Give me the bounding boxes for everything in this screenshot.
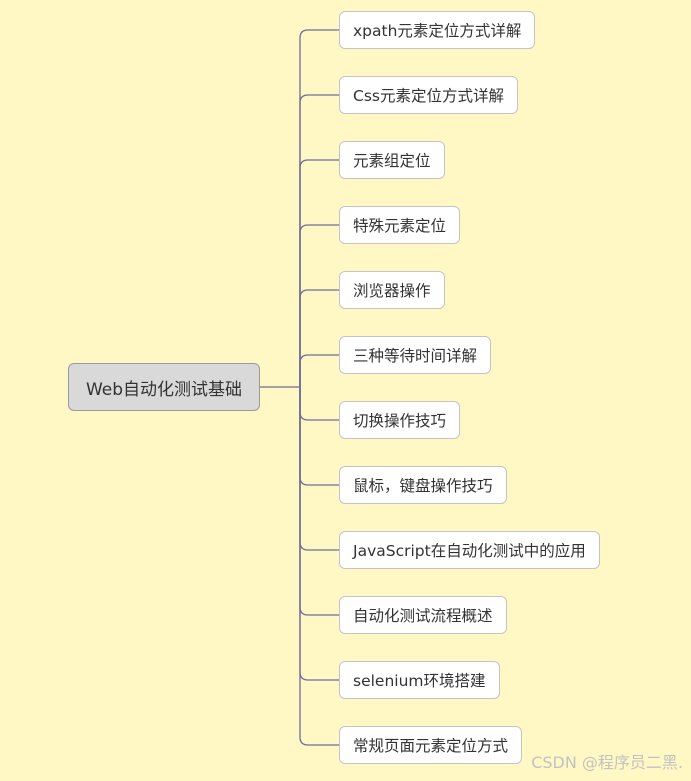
- branch-connector: [299, 387, 339, 421]
- child-node-browser-ops[interactable]: 浏览器操作: [339, 271, 445, 309]
- child-node-mouse-keyboard[interactable]: 鼠标，键盘操作技巧: [339, 466, 507, 504]
- child-node-label: 切换操作技巧: [353, 412, 447, 430]
- child-node-waits[interactable]: 三种等待时间详解: [339, 336, 492, 374]
- child-node-xpath-locator[interactable]: xpath元素定位方式详解: [339, 11, 536, 49]
- child-node-css-locator[interactable]: Css元素定位方式详解: [339, 76, 518, 114]
- child-node-common-locators[interactable]: 常规页面元素定位方式: [339, 726, 523, 764]
- child-node-label: xpath元素定位方式详解: [353, 22, 522, 40]
- branch-connector: [299, 387, 339, 746]
- watermark: CSDN @程序员二黑.: [531, 753, 683, 772]
- child-node-selenium-env[interactable]: selenium环境搭建: [339, 661, 500, 699]
- branch-connector: [299, 94, 339, 387]
- child-node-label: Css元素定位方式详解: [353, 87, 504, 105]
- child-node-switching[interactable]: 切换操作技巧: [339, 401, 461, 439]
- branch-connector: [299, 387, 339, 616]
- root-node[interactable]: Web自动化测试基础: [68, 363, 260, 411]
- child-node-label: JavaScript在自动化测试中的应用: [353, 542, 586, 560]
- branch-connector: [299, 289, 339, 387]
- root-node-label: Web自动化测试基础: [85, 379, 243, 400]
- branch-connector: [299, 387, 339, 486]
- branch-connector: [299, 387, 339, 681]
- child-node-javascript[interactable]: JavaScript在自动化测试中的应用: [339, 531, 600, 569]
- child-node-label: 三种等待时间详解: [353, 347, 478, 365]
- child-node-label: 常规页面元素定位方式: [353, 737, 509, 755]
- child-node-workflow[interactable]: 自动化测试流程概述: [339, 596, 507, 634]
- child-node-label: 鼠标，键盘操作技巧: [353, 477, 493, 495]
- child-node-special-element[interactable]: 特殊元素定位: [339, 206, 461, 244]
- child-node-label: 浏览器操作: [353, 282, 431, 300]
- branch-connector: [299, 29, 339, 387]
- branch-connector: [299, 224, 339, 387]
- child-node-element-group[interactable]: 元素组定位: [339, 141, 445, 179]
- child-node-label: 自动化测试流程概述: [353, 607, 493, 625]
- child-node-label: 元素组定位: [353, 152, 431, 170]
- child-node-label: selenium环境搭建: [353, 672, 486, 690]
- branch-connector: [299, 159, 339, 387]
- branch-connector: [299, 354, 339, 387]
- child-node-label: 特殊元素定位: [353, 217, 447, 235]
- branch-connector: [299, 387, 339, 551]
